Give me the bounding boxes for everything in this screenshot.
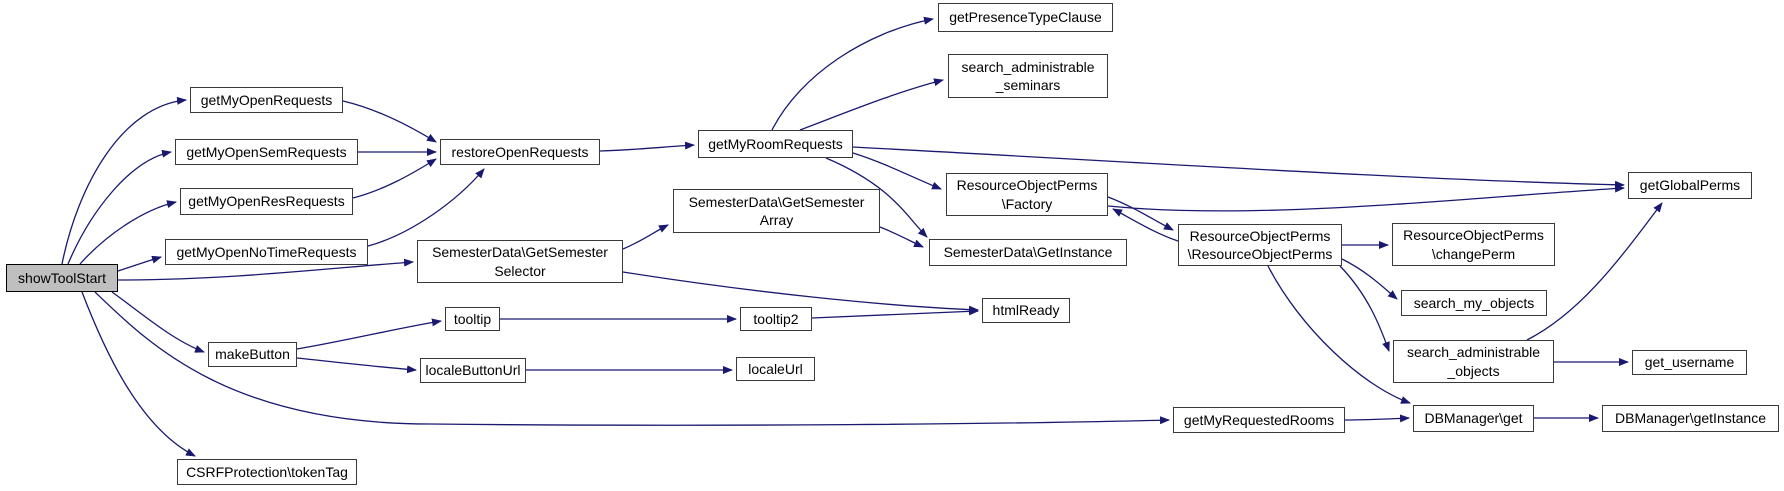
- edge-showToolStart-openReq: [61, 96, 187, 265]
- node-label: getMyOpenRequests: [200, 91, 333, 108]
- node-label: SemesterData\GetSemester: [688, 193, 865, 210]
- node-label: getMyOpenSemRequests: [186, 143, 347, 160]
- node-searchMy[interactable]: search_my_objects: [1401, 290, 1547, 316]
- node-label: Array: [759, 212, 794, 228]
- node-label: showToolStart: [18, 269, 106, 286]
- node-label: ResourceObjectPerms: [1189, 227, 1331, 244]
- node-makeButton[interactable]: makeButton: [208, 342, 297, 367]
- node-label: get_username: [1644, 354, 1735, 371]
- node-openNoTime[interactable]: getMyOpenNoTimeRequests: [165, 239, 368, 265]
- node-label: ResourceObjectPerms: [956, 177, 1098, 194]
- node-label: makeButton: [215, 346, 290, 363]
- node-label: tooltip2: [753, 310, 799, 327]
- edge-showToolStart-tokenTag: [81, 291, 196, 457]
- node-label: getMyRoomRequests: [708, 135, 843, 152]
- edge-room-factory: [852, 152, 942, 190]
- node-label: SemesterData\GetSemester: [432, 244, 608, 261]
- node-admSem[interactable]: search_administrable _seminars: [948, 54, 1108, 98]
- node-tooltip2[interactable]: tooltip2: [740, 307, 812, 331]
- node-globalPerms[interactable]: getGlobalPerms: [1628, 172, 1752, 199]
- node-label: \ResourceObjectPerms: [1187, 246, 1333, 262]
- edge-factory-rorp: [1107, 196, 1174, 231]
- edge-showToolStart-reqRooms: [94, 291, 1170, 426]
- node-showToolStart: showToolStart: [6, 264, 118, 292]
- node-htmlReady[interactable]: htmlReady: [982, 298, 1070, 323]
- node-room[interactable]: getMyRoomRequests: [698, 130, 853, 158]
- edge-room-admSem: [799, 78, 944, 131]
- edge-semArray-semInstance: [879, 226, 924, 248]
- edge-rorp-admObj: [1339, 265, 1390, 352]
- node-label: tooltip: [453, 310, 492, 327]
- node-label: getPresenceTypeClause: [949, 9, 1102, 26]
- edge-reqRooms-dbGet: [1344, 414, 1410, 423]
- node-label: _objects: [1447, 362, 1500, 379]
- node-factory[interactable]: ResourceObjectPerms\Factory: [946, 173, 1108, 216]
- edge-openNoTime-restore: [367, 168, 485, 247]
- node-semInstance[interactable]: SemesterData\GetInstance: [929, 239, 1127, 266]
- node-label: search_my_objects: [1413, 294, 1535, 311]
- edge-rorp-dbGet: [1267, 265, 1411, 404]
- node-label: getMyRequestedRooms: [1183, 411, 1335, 428]
- edge-restore-room: [599, 141, 695, 152]
- node-dbGet[interactable]: DBManager\get: [1413, 405, 1534, 432]
- node-rorp[interactable]: ResourceObjectPerms \ResourceObjectPerms: [1178, 224, 1342, 266]
- edge-semSelector-semArray: [622, 224, 669, 250]
- node-localeBtnUrl[interactable]: localeButtonUrl: [420, 358, 526, 383]
- node-reqRooms[interactable]: getMyRequestedRooms: [1173, 407, 1345, 433]
- node-label: search_administrable: [1406, 344, 1541, 361]
- edge-room-semInstance: [825, 157, 928, 238]
- edge-showToolStart-makeButton: [111, 291, 205, 353]
- edge-showToolStart-openRes: [79, 200, 177, 265]
- node-restore[interactable]: restoreOpenRequests: [440, 139, 600, 165]
- edge-admObj-globalPerms: [1526, 202, 1663, 341]
- node-tooltip[interactable]: tooltip: [445, 307, 500, 331]
- node-getUser[interactable]: get_username: [1632, 350, 1747, 375]
- node-label: CSRFProtection\tokenTag: [186, 463, 348, 480]
- node-label: SemesterData\GetInstance: [943, 244, 1113, 261]
- edge-makeButton-localeBtnUrl: [296, 357, 417, 374]
- node-admObj[interactable]: search_administrable_objects: [1393, 340, 1554, 383]
- node-label: htmlReady: [992, 302, 1060, 319]
- node-openRes[interactable]: getMyOpenResRequests: [180, 188, 353, 215]
- node-changePerm[interactable]: ResourceObjectPerms\changePerm: [1392, 223, 1555, 266]
- node-label: DBManager\getInstance: [1615, 410, 1766, 427]
- edge-rorp-factory: [1112, 208, 1179, 242]
- edge-tooltip2-htmlReady: [811, 307, 979, 319]
- edge-room-presence: [771, 16, 934, 131]
- node-openSem[interactable]: getMyOpenSemRequests: [175, 139, 358, 165]
- edge-semSelector-htmlReady: [622, 271, 979, 314]
- node-label: Selector: [494, 262, 546, 279]
- edge-rorp-searchMy: [1341, 258, 1398, 300]
- edge-showToolStart-openSem: [67, 149, 172, 265]
- edge-room-globalPerms: [852, 146, 1625, 189]
- node-dbInstance[interactable]: DBManager\getInstance: [1602, 405, 1779, 432]
- node-label: localeUrl: [748, 360, 803, 377]
- node-label: \Factory: [1001, 195, 1053, 212]
- node-label: getMyOpenResRequests: [188, 193, 345, 210]
- node-label: ResourceObjectPerms: [1403, 227, 1544, 244]
- node-label: _seminars: [995, 77, 1061, 93]
- node-tokenTag[interactable]: CSRFProtection\tokenTag: [177, 459, 357, 485]
- node-label: DBManager\get: [1424, 410, 1523, 427]
- node-label: \changePerm: [1431, 245, 1516, 262]
- edge-factory-globalPerms: [1107, 184, 1625, 212]
- node-label: restoreOpenRequests: [451, 143, 589, 160]
- node-localeUrl[interactable]: localeUrl: [736, 357, 815, 381]
- edge-showToolStart-openNoTime: [117, 255, 162, 272]
- edge-openReq-restore: [342, 100, 437, 143]
- edge-makeButton-tooltip: [296, 318, 442, 350]
- node-presence[interactable]: getPresenceTypeClause: [938, 3, 1113, 32]
- node-label: getMyOpenNoTimeRequests: [176, 243, 357, 260]
- edge-openRes-restore: [352, 158, 437, 199]
- edge-showToolStart-semSelector: [117, 258, 414, 281]
- node-label: localeButtonUrl: [425, 362, 521, 379]
- node-label: getGlobalPerms: [1639, 177, 1741, 194]
- node-openReq[interactable]: getMyOpenRequests: [190, 87, 343, 113]
- node-label: search_administrable: [961, 58, 1095, 75]
